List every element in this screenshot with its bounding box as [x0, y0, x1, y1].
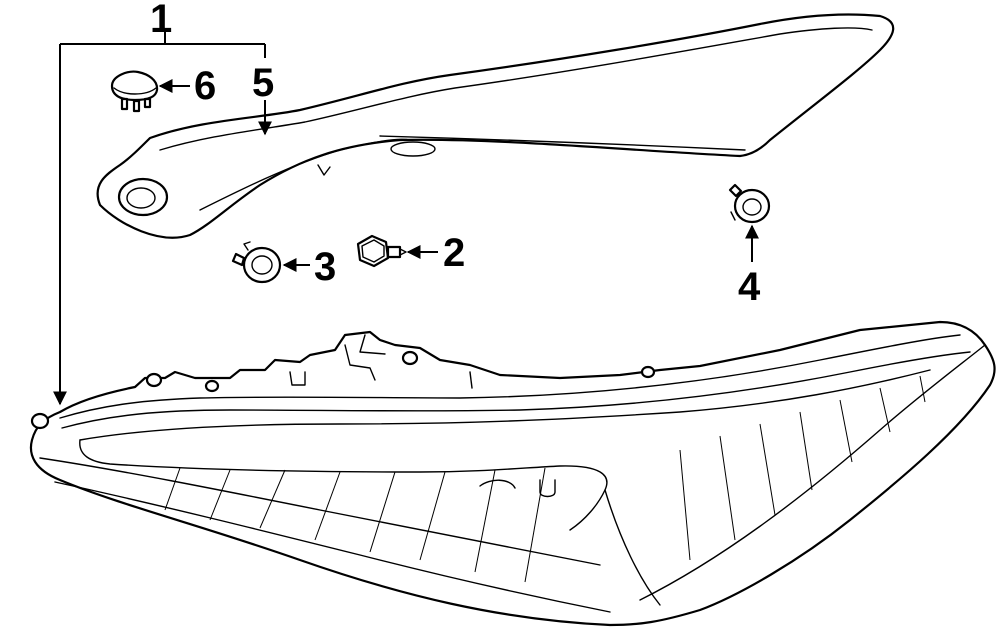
callout-2: 2 — [443, 231, 465, 275]
trim-panel — [96, 13, 895, 239]
lamp-assembly — [29, 320, 996, 627]
callout-5: 5 — [252, 61, 274, 105]
clip-6 — [110, 70, 159, 113]
grommet-4 — [728, 183, 771, 224]
nut-2 — [356, 234, 407, 268]
callout-4: 4 — [738, 265, 761, 309]
callout-3: 3 — [314, 245, 336, 289]
leader-lines — [53, 32, 759, 406]
callout-1: 1 — [150, 0, 172, 41]
callout-6: 6 — [194, 64, 216, 108]
grommet-3 — [231, 241, 282, 284]
